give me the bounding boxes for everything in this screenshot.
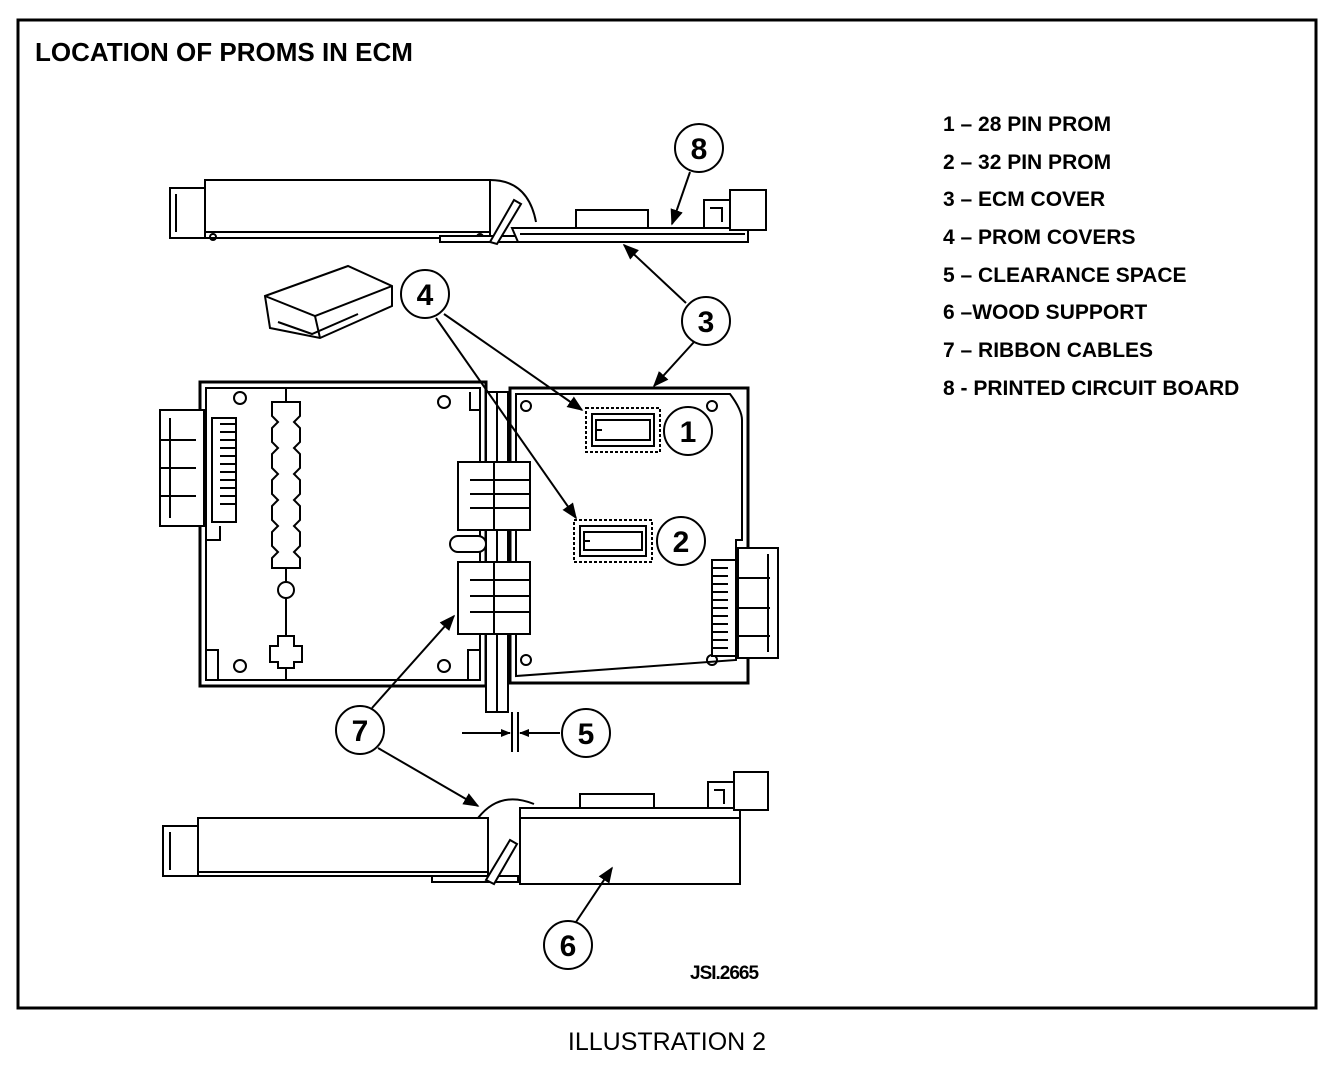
callout-4-label: 4 [417,279,434,312]
callout-7: 7 [335,705,385,755]
prom-32-pin [573,519,653,563]
ecm-side-view-top [169,179,767,246]
callout-6: 6 [543,920,593,970]
callout-8-label: 8 [691,133,708,166]
diagram-title: LOCATION OF PROMS IN ECM [35,37,413,67]
callout-1: 1 [663,406,713,456]
legend-item-4: 4 – PROM COVERS [943,226,1136,249]
callout-3-label: 3 [698,306,715,339]
clearance-dimension [462,712,560,752]
legend: 1 – 28 PIN PROM 2 – 32 PIN PROM 3 – ECM … [943,113,1239,400]
legend-item-6: 6 –WOOD SUPPORT [943,301,1147,324]
legend-item-3: 3 – ECM COVER [943,188,1105,211]
drawing-code: JSI.2665 [690,963,759,984]
callout-7-label: 7 [352,715,369,748]
figure-frame [16,18,1318,1010]
ribbon-cable-upper [457,461,531,531]
ecm-right-half-pcb [508,386,779,685]
ecm-left-half [159,380,488,688]
callout-1-label: 1 [680,416,697,449]
legend-item-2: 2 – 32 PIN PROM [943,151,1111,174]
legend-item-8: 8 - PRINTED CIRCUIT BOARD [943,377,1239,400]
callout-5: 5 [561,708,611,758]
prom-28-pin [585,407,661,453]
ecm-side-view-bottom [162,771,769,886]
callout-5-label: 5 [578,718,595,751]
edge-pins-left [211,417,237,523]
prom-cover [263,264,393,340]
callout-2-label: 2 [673,526,690,559]
edge-pins-right [711,559,737,657]
callout-2: 2 [656,516,706,566]
leader-lines [371,171,695,923]
wood-support [519,807,741,885]
ribbon-cable-lower [457,561,531,635]
legend-item-7: 7 – RIBBON CABLES [943,339,1153,362]
legend-item-1: 1 – 28 PIN PROM [943,113,1111,136]
illustration-caption: ILLUSTRATION 2 [568,1028,766,1056]
callout-3: 3 [681,296,731,346]
callout-8: 8 [674,123,724,173]
callout-4: 4 [400,269,450,319]
legend-item-5: 5 – CLEARANCE SPACE [943,264,1187,287]
callout-6-label: 6 [560,930,577,963]
